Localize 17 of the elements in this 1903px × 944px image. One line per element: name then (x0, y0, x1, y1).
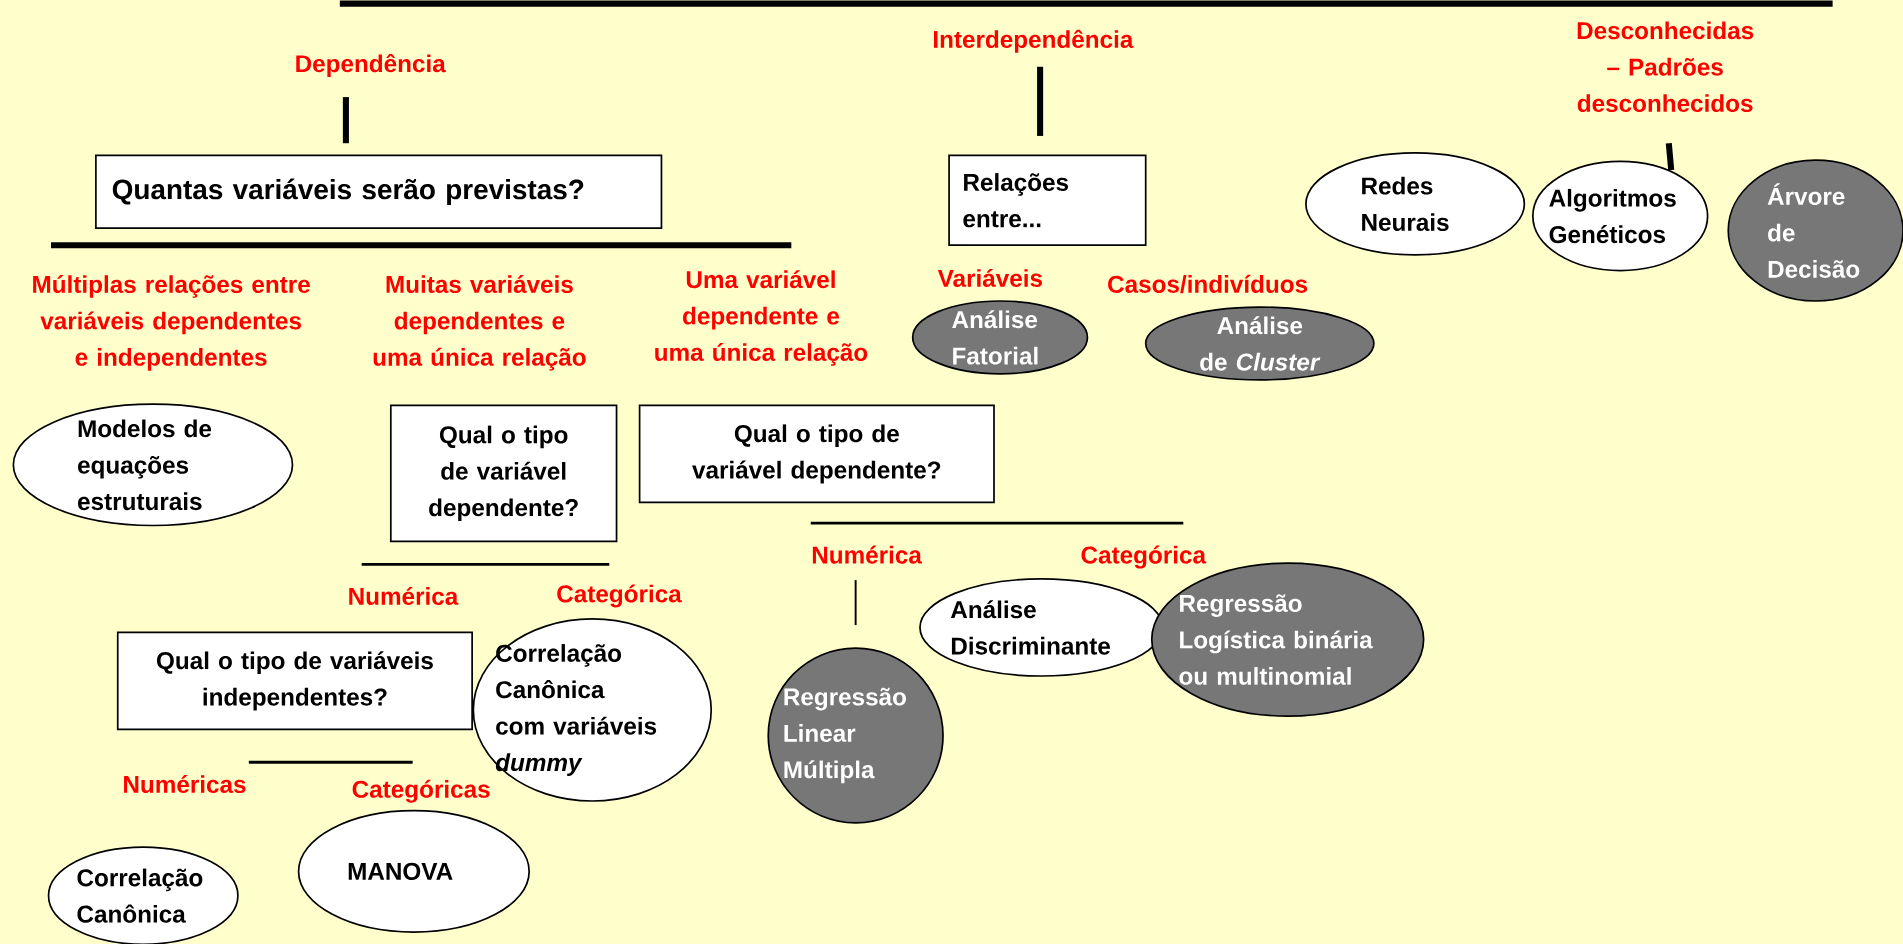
branch-label: Categórica (557, 584, 682, 608)
branch-label: Uma variável dependente e uma única relação (655, 270, 868, 366)
branch-label: Casos/indivíduos (1108, 274, 1308, 294)
branch-label: Desconhecidas – Padrões desconhecidos (1577, 21, 1754, 112)
question-box: Qual o tipo de variável dependente? (638, 404, 995, 504)
branch-label: Muitas variáveis dependentes e uma única relação (373, 274, 586, 371)
branch-label: Numérica (812, 545, 923, 564)
question-box: Qual o tipo de variáveis independentes? (116, 631, 473, 731)
question-box: Relações entre... (948, 154, 1147, 246)
branch-label: Variáveis (937, 268, 1042, 287)
question-box: Qual o tipo de variável dependente? (389, 404, 618, 543)
branch-label: Numéricas (124, 774, 246, 793)
branch-label: Dependência (296, 53, 446, 77)
question-box: Quantas variáveis serão previstas? (95, 154, 663, 229)
branch-label: Interdependência (934, 29, 1134, 53)
branch-label: Múltiplas relações entre variáveis dependentes e independentes (33, 274, 310, 371)
branch-label: Numérica (349, 586, 459, 605)
